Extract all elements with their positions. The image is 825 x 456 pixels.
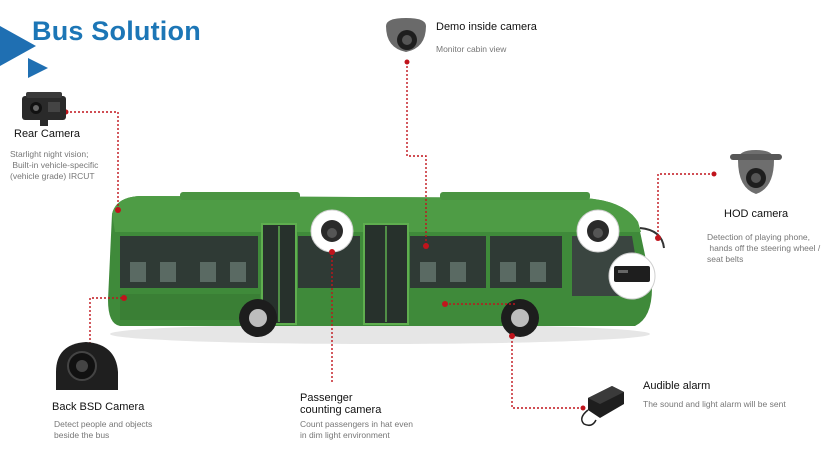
leader-hod-camera <box>657 173 714 238</box>
bus-camera-bubble-center <box>310 209 354 253</box>
page-title: Bus Solution <box>32 16 201 46</box>
bsd-camera-desc-line: Detect people and objects <box>54 419 153 429</box>
hod-camera-desc-line: hands off the steering wheel / <box>707 243 821 253</box>
passenger-camera-desc-line: in dim light environment <box>300 430 390 440</box>
leader-alarm <box>511 336 583 409</box>
rear-camera-desc-line: (vehicle grade) IRCUT <box>10 171 95 181</box>
demo-camera-description: Monitor cabin view <box>436 44 507 54</box>
leader-bsd-camera <box>89 297 124 344</box>
bsd-camera-description: Detect people and objects beside the bus <box>54 419 152 441</box>
bsd-camera-label: Back BSD Camera <box>52 401 145 413</box>
passenger-camera-label-line: counting camera <box>300 404 382 416</box>
bus-camera-bubble-front <box>576 209 620 253</box>
hod-camera-desc-line: Detection of playing phone, <box>707 232 811 242</box>
rear-camera-description: Starlight night vision; Built-in vehicle… <box>10 149 98 182</box>
rear-camera-label: Rear Camera <box>14 128 81 140</box>
hod-camera-desc-line: seat belts <box>707 254 744 264</box>
passenger-camera-description: Count passengers in hat even in dim ligh… <box>300 419 413 441</box>
hod-camera-description: Detection of playing phone, hands off th… <box>707 232 820 265</box>
hod-camera-icon <box>730 150 782 194</box>
demo-camera-label: Demo inside camera <box>436 21 537 33</box>
leader-dots <box>63 59 717 411</box>
passenger-camera-label: Passenger counting camera <box>300 392 381 416</box>
rear-camera-desc-line: Built-in vehicle-specific <box>10 160 99 170</box>
alarm-icon <box>581 386 624 427</box>
alarm-description: The sound and light alarm will be sent <box>643 399 786 409</box>
bsd-camera-icon <box>56 342 118 390</box>
alarm-label: Audible alarm <box>643 380 711 392</box>
dome-camera-icon <box>386 18 426 52</box>
passenger-camera-desc-line: Count passengers in hat even <box>300 419 413 429</box>
bus-illustration <box>108 192 665 344</box>
rear-camera-icon <box>22 92 66 126</box>
hod-camera-label: HOD camera <box>724 208 789 220</box>
rear-camera-desc-line: Starlight night vision; <box>10 149 89 159</box>
arrow-decoration-large <box>0 26 36 66</box>
leader-rear-camera <box>66 111 119 210</box>
bsd-camera-desc-line: beside the bus <box>54 430 110 440</box>
leader-lines <box>66 62 714 409</box>
leader-demo-camera <box>406 62 427 246</box>
arrow-decoration-small <box>28 58 48 78</box>
passenger-camera-label-line: Passenger <box>300 392 353 404</box>
bus-dvr-bubble <box>608 252 656 300</box>
